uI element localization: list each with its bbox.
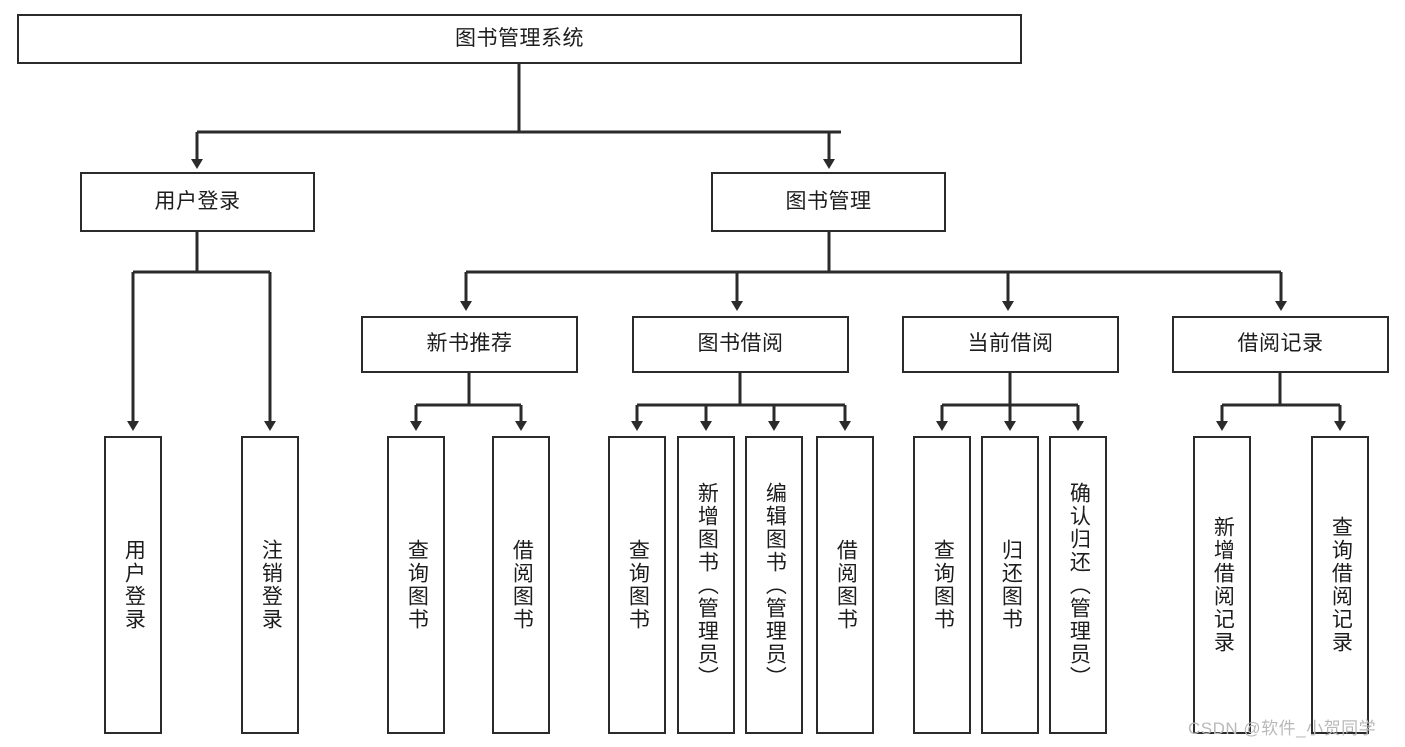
node-user-login[interactable]: 用户登录 (80, 172, 315, 232)
node-label: 查询图书 (626, 539, 650, 631)
leaf-current-borrow-confirm-return-admin[interactable]: 确认归还（管理员） (1049, 436, 1107, 734)
leaf-new-book-borrow-book[interactable]: 借阅图书 (492, 436, 550, 734)
node-label: 新增图书（管理员） (695, 481, 719, 689)
leaf-user-login-logout[interactable]: 注销登录 (241, 436, 299, 734)
leaf-borrow-record-query-record[interactable]: 查询借阅记录 (1311, 436, 1369, 734)
node-label: 查询借阅记录 (1329, 516, 1353, 654)
leaf-book-borrow-borrow-book[interactable]: 借阅图书 (816, 436, 874, 734)
node-label: 归还图书 (999, 539, 1023, 631)
leaf-current-borrow-query-book[interactable]: 查询图书 (913, 436, 971, 734)
node-label: 借阅图书 (510, 539, 534, 631)
node-book-borrow[interactable]: 图书借阅 (632, 316, 849, 373)
node-root-library-management-system[interactable]: 图书管理系统 (17, 14, 1022, 64)
node-label: 注销登录 (259, 539, 283, 631)
leaf-book-borrow-query-book[interactable]: 查询图书 (608, 436, 666, 734)
node-label: 用户登录 (122, 539, 146, 631)
node-borrow-record[interactable]: 借阅记录 (1172, 316, 1389, 373)
node-label: 查询图书 (931, 539, 955, 631)
leaf-book-borrow-edit-book-admin[interactable]: 编辑图书（管理员） (745, 436, 803, 734)
node-label: 新增借阅记录 (1211, 516, 1235, 654)
leaf-book-borrow-add-book-admin[interactable]: 新增图书（管理员） (677, 436, 735, 734)
node-label: 借阅图书 (834, 539, 858, 631)
node-current-borrow[interactable]: 当前借阅 (902, 316, 1119, 373)
csdn-watermark: CSDN @软件_小贺同学 (1188, 719, 1377, 738)
node-label: 确认归还（管理员） (1067, 481, 1091, 689)
leaf-current-borrow-return-book[interactable]: 归还图书 (981, 436, 1039, 734)
node-label: 查询图书 (405, 539, 429, 631)
node-label: 图书管理系统 (455, 26, 584, 50)
node-label: 当前借阅 (967, 332, 1054, 356)
leaf-new-book-query-book[interactable]: 查询图书 (387, 436, 445, 734)
node-new-book-recommend[interactable]: 新书推荐 (361, 316, 578, 373)
node-label: 图书管理 (785, 189, 872, 213)
node-label: 编辑图书（管理员） (763, 481, 787, 689)
node-label: 新书推荐 (426, 332, 513, 356)
node-book-management[interactable]: 图书管理 (711, 172, 946, 232)
node-label: 借阅记录 (1237, 332, 1324, 356)
leaf-user-login-login[interactable]: 用户登录 (104, 436, 162, 734)
leaf-borrow-record-add-record[interactable]: 新增借阅记录 (1193, 436, 1251, 734)
node-label: 用户登录 (154, 189, 241, 213)
node-label: 图书借阅 (697, 332, 784, 356)
